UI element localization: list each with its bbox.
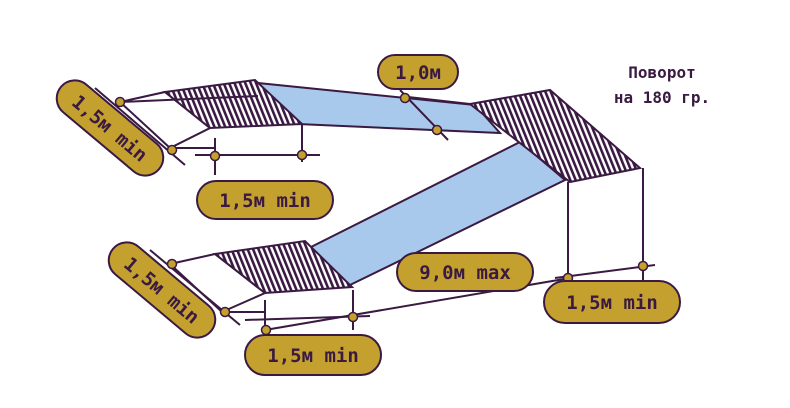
title-line-1: Поворот: [628, 63, 695, 82]
label-turn-landing-depth: 1,5м min: [566, 292, 658, 314]
title-line-2: на 180 гр.: [614, 88, 710, 107]
badge-lower-landing-width: 1,5м min: [244, 334, 382, 376]
upper-ramp: [255, 81, 503, 135]
label-upper-landing-width: 1,5м min: [219, 190, 311, 212]
dimension-dots: [114, 92, 649, 336]
label-lower-landing-width: 1,5м min: [267, 345, 359, 367]
label-ramp-width: 1,0м: [395, 62, 441, 84]
turn-landing-hatched: [467, 88, 643, 184]
lower-landing-hatched: [212, 239, 355, 295]
badge-turn-landing-depth: 1,5м min: [543, 280, 681, 324]
badge-upper-landing-width: 1,5м min: [196, 180, 334, 220]
badge-ramp-width: 1,0м: [377, 54, 459, 90]
badge-ramp-length: 9,0м max: [396, 252, 534, 292]
label-ramp-length: 9,0м max: [419, 262, 511, 284]
